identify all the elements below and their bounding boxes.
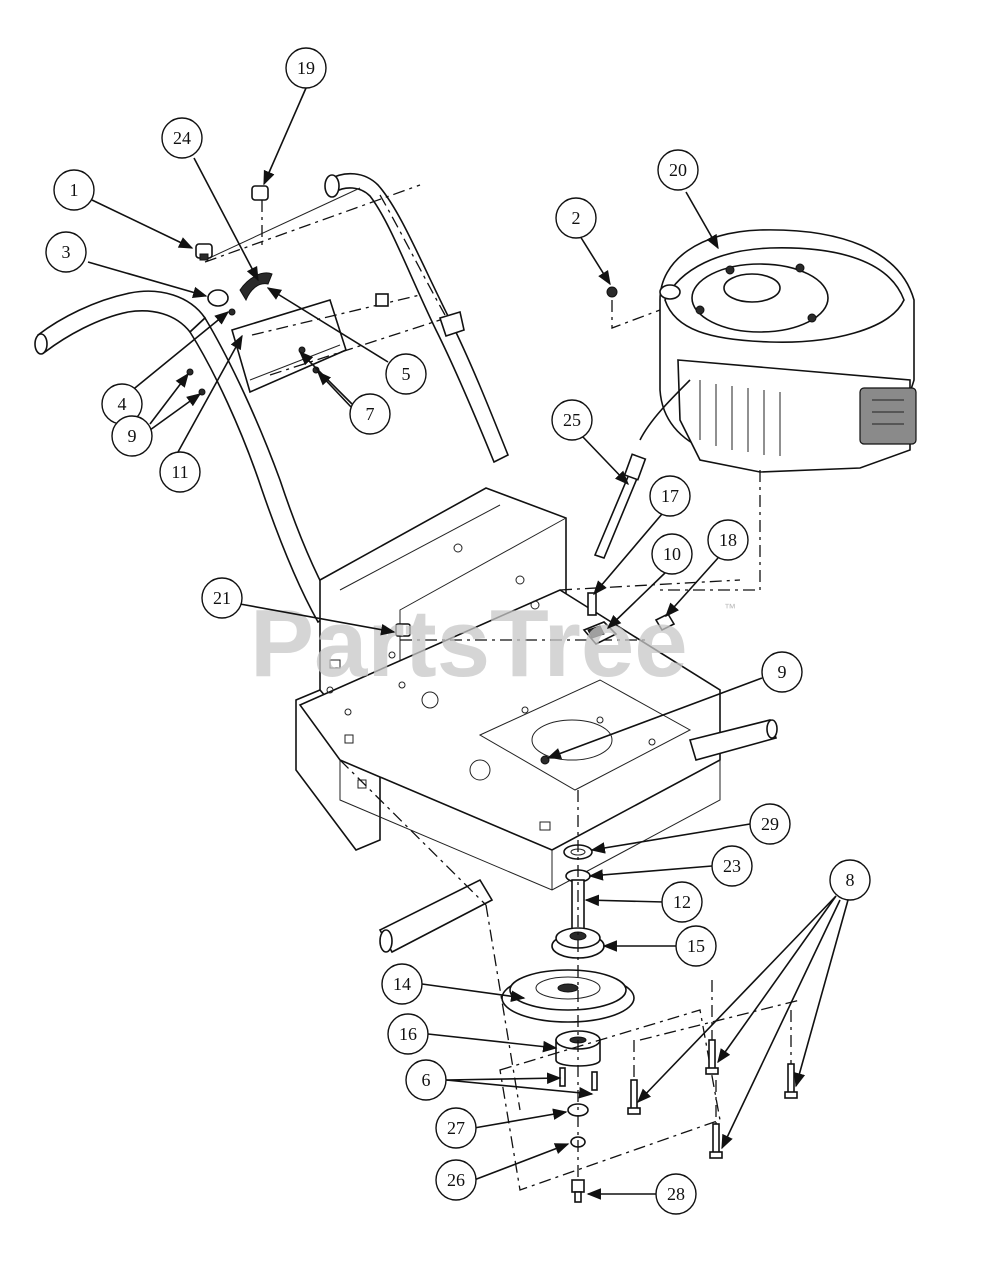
svg-text:1: 1	[70, 180, 79, 200]
callout-20[interactable]: 20	[657, 149, 699, 191]
watermark-text: PartsTree	[250, 590, 688, 697]
svg-text:24: 24	[173, 128, 191, 148]
svg-text:12: 12	[673, 892, 691, 912]
callout-25[interactable]: 25	[551, 399, 593, 441]
callout-11[interactable]: 11	[159, 451, 201, 493]
svg-text:17: 17	[661, 486, 679, 506]
callout-9-frame[interactable]: 9	[761, 651, 803, 693]
svg-text:9: 9	[778, 662, 787, 682]
callout-9-handle[interactable]: 9	[111, 415, 153, 457]
engine	[611, 229, 917, 591]
callout-19[interactable]: 19	[285, 47, 327, 89]
callout-7[interactable]: 7	[349, 393, 391, 435]
svg-text:15: 15	[687, 936, 705, 956]
svg-text:28: 28	[667, 1184, 685, 1204]
small-parts	[395, 286, 676, 645]
svg-text:7: 7	[366, 404, 375, 424]
svg-text:4: 4	[118, 394, 127, 414]
pulley-stack	[499, 790, 721, 1203]
callout-16[interactable]: 16	[387, 1013, 429, 1055]
svg-text:3: 3	[62, 242, 71, 262]
svg-text:6: 6	[422, 1070, 431, 1090]
callout-bubbles: 1 2 3 4 5 6 7 8 9 9 10 11 12 14 15 16 17…	[45, 47, 871, 1215]
svg-text:16: 16	[399, 1024, 417, 1044]
mounting-bolts	[627, 980, 801, 1159]
handle-assembly	[34, 172, 510, 624]
callout-18[interactable]: 18	[707, 519, 749, 561]
callout-3[interactable]: 3	[45, 231, 87, 273]
svg-text:9: 9	[128, 426, 137, 446]
callout-8[interactable]: 8	[829, 859, 871, 901]
svg-text:27: 27	[447, 1118, 465, 1138]
callout-1[interactable]: 1	[53, 169, 95, 211]
svg-text:20: 20	[669, 160, 687, 180]
callout-27[interactable]: 27	[435, 1107, 477, 1149]
callout-23[interactable]: 23	[711, 845, 753, 887]
callout-26[interactable]: 26	[435, 1159, 477, 1201]
svg-text:14: 14	[393, 974, 411, 994]
callout-leaders	[87, 87, 849, 1200]
callout-24[interactable]: 24	[161, 117, 203, 159]
frame-chassis	[295, 487, 778, 1111]
callout-21[interactable]: 21	[201, 577, 243, 619]
svg-text:29: 29	[761, 814, 779, 834]
svg-text:8: 8	[846, 870, 855, 890]
svg-text:11: 11	[171, 462, 188, 482]
svg-text:5: 5	[402, 364, 411, 384]
svg-text:21: 21	[213, 588, 231, 608]
partstree-watermark: PartsTree ™	[250, 590, 736, 697]
svg-text:23: 23	[723, 856, 741, 876]
svg-text:25: 25	[563, 410, 581, 430]
watermark-trademark: ™	[724, 601, 736, 615]
callout-15[interactable]: 15	[675, 925, 717, 967]
svg-text:2: 2	[572, 208, 581, 228]
svg-text:19: 19	[297, 58, 315, 78]
callout-28[interactable]: 28	[655, 1173, 697, 1215]
callout-17[interactable]: 17	[649, 475, 691, 517]
callout-29[interactable]: 29	[749, 803, 791, 845]
callout-14[interactable]: 14	[381, 963, 423, 1005]
callout-5[interactable]: 5	[385, 353, 427, 395]
callout-10[interactable]: 10	[651, 533, 693, 575]
callout-2[interactable]: 2	[555, 197, 597, 239]
callout-6[interactable]: 6	[405, 1059, 447, 1101]
svg-text:26: 26	[447, 1170, 465, 1190]
svg-text:10: 10	[663, 544, 681, 564]
callout-12[interactable]: 12	[661, 881, 703, 923]
svg-text:18: 18	[719, 530, 737, 550]
